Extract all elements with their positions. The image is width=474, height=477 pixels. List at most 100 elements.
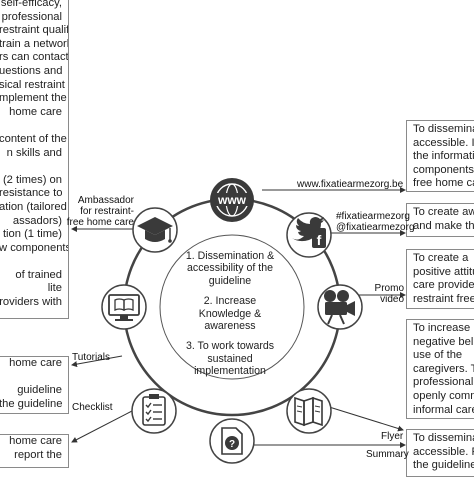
www-globe-icon: www — [210, 178, 254, 222]
lb1-line-8: mplement the — [0, 92, 67, 105]
label-tutorials: Tutorials — [72, 352, 110, 363]
label-promo-line-1: Promo — [374, 283, 404, 294]
right-box-5: To disseminataccessible. Fothe guideline — [406, 429, 474, 477]
label-flyer: Flyer — [381, 431, 404, 442]
lb1-line-2: professional — [1, 10, 62, 23]
rb4-line-3: use of the — [413, 349, 463, 362]
label-social-line-1: #fixatiearmezorg — [336, 211, 410, 222]
lb1-line-19: w components — [0, 241, 69, 254]
film-camera-icon — [317, 284, 363, 330]
label-ambassador: Ambassador for restraint- free home care — [64, 195, 134, 228]
lb1-line-11: content of the — [0, 132, 67, 145]
label-social-line-2: @fixatiearmezorg — [336, 222, 415, 233]
goal-2-line-2: awareness — [204, 320, 256, 333]
lb1-line-17: assadors) — [12, 214, 62, 227]
label-ambassador-line-2: for restraint- — [80, 206, 134, 217]
goal-1-line-2: accessibility of the — [187, 262, 273, 275]
clipboard-checklist-icon — [131, 388, 177, 434]
rb2-line-1: To create aw — [413, 206, 474, 218]
rb3-line-4: restraint free — [413, 292, 474, 305]
connector-flyer — [325, 405, 404, 432]
lb1-line-21: of trained — [15, 268, 62, 281]
goal-2-line-1: 2. Increase Knowledge & — [198, 295, 262, 320]
lb1-line-9: home care — [9, 105, 62, 118]
svg-text:f: f — [317, 232, 322, 248]
graduation-cap-icon — [132, 207, 178, 253]
lb1-line-23: roviders with — [0, 296, 62, 309]
rb5-line-1: To disseminat — [413, 432, 474, 444]
label-summary: Summary — [366, 449, 409, 460]
rb3-line-2: positive attitu — [413, 265, 474, 278]
right-box-5-text: To disseminataccessible. Fothe guideline — [413, 432, 474, 473]
rb5-line-3: the guideline — [413, 459, 474, 472]
right-box-1: To disseminateaccessible. It ithe inform… — [406, 120, 474, 192]
lb2-line-1: home care — [9, 357, 62, 369]
label-website: www.fixatiearmezorg.be — [297, 179, 404, 190]
rb1-line-1: To disseminate — [413, 123, 474, 135]
rb4-line-6: openly comm — [413, 389, 474, 402]
lb1-line-6: uestions and — [0, 64, 63, 77]
goal-1-line-1: 1. Dissemination & — [185, 250, 275, 262]
label-ambassador-line-1: Ambassador — [77, 195, 134, 206]
rb3-line-1: To create a — [413, 252, 469, 264]
right-box-1-text: To disseminateaccessible. It ithe inform… — [413, 123, 474, 191]
twitter-facebook-icon: f — [286, 212, 332, 258]
lb1-line-7: sical restraint — [0, 78, 65, 91]
inner-circle — [159, 234, 305, 380]
rb1-line-2: accessible. It i — [413, 136, 474, 149]
lb1-line-22: lite — [47, 282, 62, 295]
center-goals: 1. Dissemination & accessibility of the … — [182, 250, 278, 378]
connector-tutorials — [71, 355, 123, 368]
svg-text:?: ? — [229, 439, 235, 450]
rb2-line-2: and make the — [413, 219, 474, 232]
lb1-line-4: train a network of — [0, 37, 69, 50]
goal-3-line-2: sustained — [207, 352, 253, 365]
lb3-line-2: report the — [14, 448, 62, 461]
folded-flyer-icon — [286, 388, 332, 434]
rb1-line-3: the informatio — [413, 150, 474, 163]
lb1-line-16: ation (tailored — [0, 200, 67, 213]
goal-1-line-3: guideline — [208, 274, 252, 287]
rb4-line-2: negative beli — [413, 335, 474, 348]
lb1-line-5: rs can contact — [0, 51, 69, 64]
label-ambassador-line-3: free home care — [66, 217, 134, 228]
label-promo-video: Promo video — [366, 283, 404, 305]
rb4-line-4: caregivers. T — [413, 362, 474, 375]
lb1-line-12: n skills and — [6, 146, 62, 159]
lb1-line-15: resistance to — [0, 187, 63, 200]
goal-3-line-3: implementation — [194, 365, 266, 378]
rb4-line-1: To increase — [413, 322, 471, 334]
label-social: #fixatiearmezorg @fixatiearmezorg — [336, 211, 415, 233]
rb3-line-3: care provide — [413, 279, 474, 292]
rb4-line-7: informal careg — [413, 403, 474, 416]
lb1-line-1: self-efficacy, — [0, 0, 62, 9]
document-question-icon: ? — [209, 418, 255, 464]
rb1-line-4: components r — [413, 163, 474, 176]
lb3-line-1: home care — [9, 435, 62, 447]
lb1-line-14: (2 times) on — [2, 173, 62, 186]
lb1-line-18: tion (1 time) — [2, 228, 62, 241]
goal-3-line-1: 3. To work towards — [185, 340, 275, 353]
label-checklist: Checklist — [72, 402, 113, 413]
rb1-line-5: free home car — [413, 177, 474, 190]
connector-checklist — [71, 410, 133, 443]
lb1-line-3: restraint qualified — [0, 24, 69, 37]
rb5-line-2: accessible. Fo — [413, 445, 474, 458]
monitor-book-icon — [101, 284, 147, 330]
svg-text:www: www — [217, 193, 247, 207]
rb4-line-5: professional h — [413, 376, 474, 389]
